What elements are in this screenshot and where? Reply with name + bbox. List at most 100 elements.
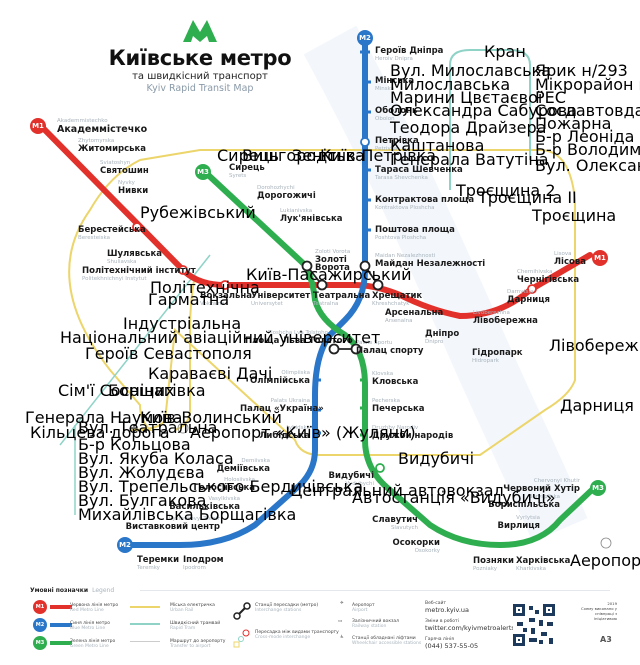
rail-stop: Видубичі [398, 449, 475, 468]
qr-code-icon[interactable] [513, 604, 555, 646]
rail-stop: Вишгородська [242, 146, 365, 165]
tram-stop: Теодора Драйзера [390, 118, 547, 137]
m1-badge-west: M1 [30, 118, 46, 134]
legend-m3-badge: M3 [33, 636, 47, 650]
legend-m2-bar [50, 623, 72, 627]
map-header: Київське метро та швидкісний транспорт K… [95, 20, 305, 94]
legend-rail-bar [130, 606, 160, 608]
rail-stop: Дарниця [560, 396, 634, 415]
tram-stop: Кільцева дорога [30, 423, 170, 442]
rail-stop: Сирець [217, 146, 279, 165]
tram-stop: Героїв Севастополя [85, 344, 252, 363]
train-icon: ▭ [338, 619, 343, 624]
map-subtitle-en: Kyiv Rapid Transit Map [146, 83, 254, 94]
metro-m-logo-icon [183, 20, 217, 42]
hotline-phone[interactable]: Гаряча лінія(044) 537-55-05 [425, 637, 479, 650]
tram-stop: Вул. Театральна [78, 418, 218, 437]
a3-logo: A3 [600, 635, 612, 644]
legend-interchange-label: Станції пересадки (метро)Interchange sta… [255, 603, 319, 613]
airplane-icon: ✈ [340, 601, 344, 606]
m1-line [37, 122, 593, 320]
city-rail-line [68, 149, 576, 456]
interchange-icon [233, 602, 251, 620]
m2-badge-south: M2 [117, 537, 133, 553]
tram-stop: Генерала Ватутіна [390, 150, 549, 169]
rail-stop: Рубежівський [140, 203, 256, 222]
m3-badge-east: M3 [590, 480, 606, 496]
rapid-tram-line [449, 49, 531, 190]
m3-line [202, 169, 598, 549]
tram-stop: Політехнічна [150, 278, 260, 297]
tram-stop: Вул. Булгакова [78, 491, 207, 510]
tram-stop: Б-р Володимира Висоцького [535, 140, 640, 159]
tram-stop: РЕС [535, 88, 566, 107]
tram-stop: Вул. Якуба Коласа [78, 449, 234, 468]
m2-line [122, 42, 368, 548]
tram-stop: Національний авіаційний університет [60, 328, 381, 347]
tram-stop: Сосдавтовдачення [535, 101, 640, 120]
tram-stop: Вул. Олександра Сабурова [535, 156, 640, 175]
legend-m1-badge: M1 [33, 600, 47, 614]
rail-stop: Київ-Петрівка [320, 146, 437, 165]
